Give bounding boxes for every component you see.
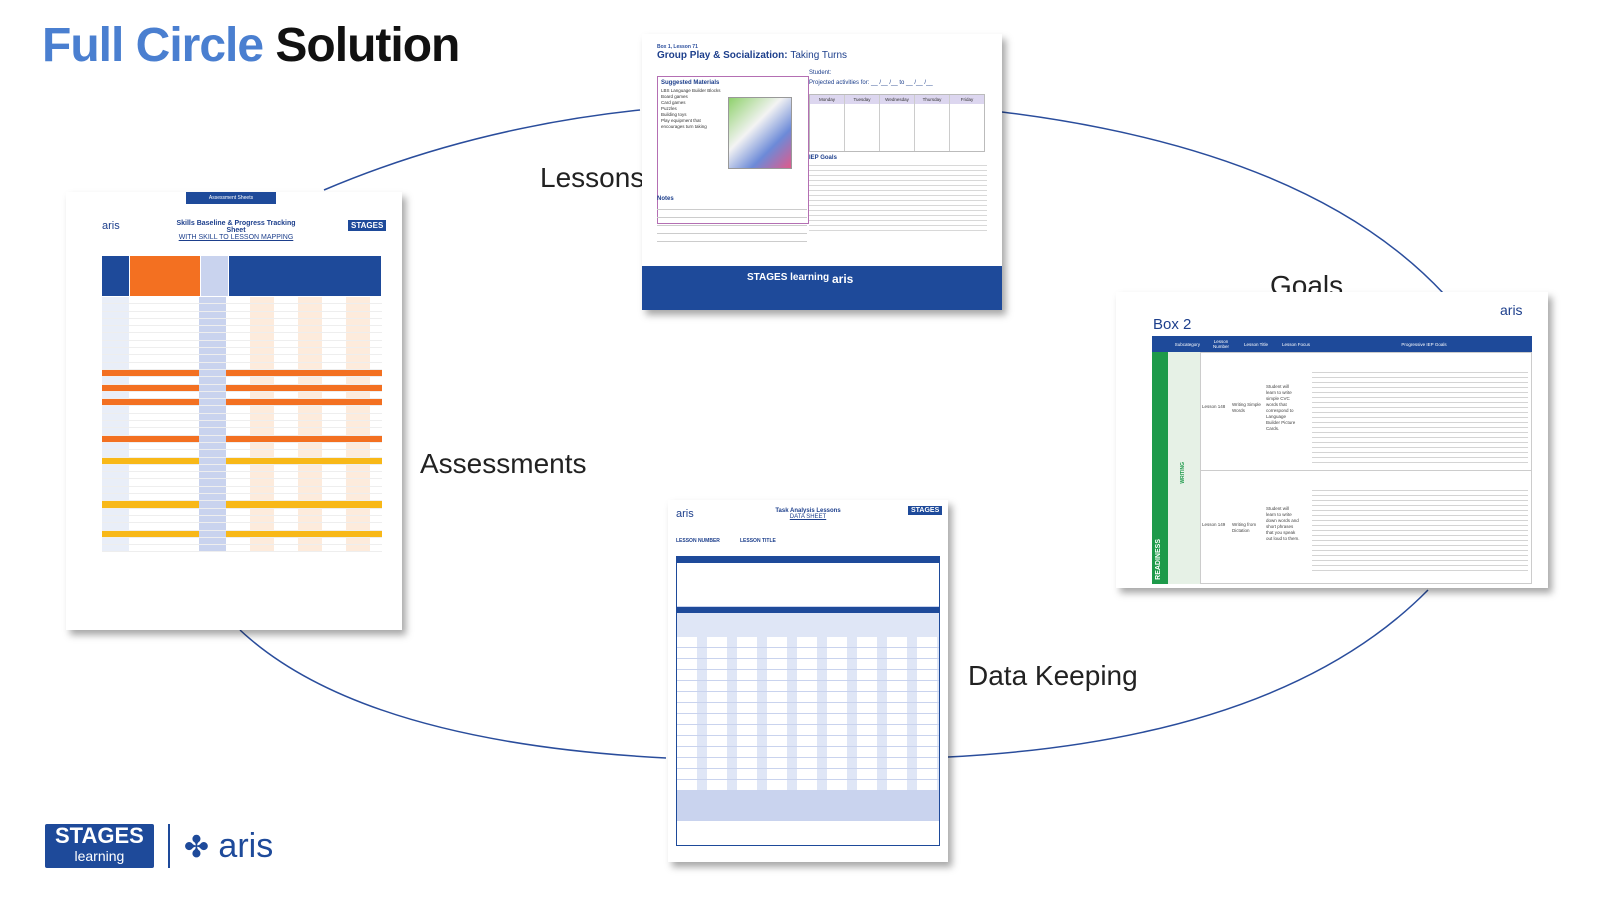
goals-side-band: READINESS [1152, 352, 1168, 584]
material-item: Card games [661, 100, 686, 105]
assessment-tab: Assessment Sheets [186, 192, 276, 204]
footer-logos: STAGES learning ✤ aris [45, 824, 273, 868]
puzzle-icon: ✤ [183, 830, 209, 864]
goals-row2-number: Lesson 149 [1202, 522, 1226, 527]
title-part2: Solution [275, 19, 460, 72]
materials-photo [728, 97, 792, 169]
lesson-title-sub: Taking Turns [790, 50, 848, 61]
assessment-subtitle: WITH SKILL TO LESSON MAPPING [178, 234, 294, 241]
material-item: Building toys [661, 112, 687, 117]
data-title: Task Analysis Lessons [775, 508, 841, 514]
assessment-aris-logo: aris [102, 220, 120, 232]
iep-goals-text [809, 161, 987, 233]
materials-list: LBS Language Builder Blocks Board games … [661, 88, 723, 130]
goals-header-iep: Progressive IEP Goals [1401, 341, 1447, 347]
page-title: Full Circle Solution [42, 18, 460, 73]
title-part1: Full Circle [42, 19, 264, 72]
assessment-rows [102, 297, 382, 553]
material-item: Play equipment that encourages turn taki… [661, 118, 707, 129]
label-assessments: Assessments [420, 448, 587, 479]
goals-row2-focus: Student will learn to write down words a… [1266, 506, 1300, 541]
stages-logo-sub: learning [74, 848, 125, 864]
stages-logo-text: STAGES [55, 823, 144, 848]
assessment-header-row [102, 256, 382, 296]
lesson-kicker: Box 1, Lesson 71 [657, 44, 698, 50]
material-item: Board games [661, 94, 688, 99]
footer-stages-logo: STAGES learning [747, 272, 830, 283]
goals-row2-title: Writing from Dictation [1232, 522, 1257, 533]
lesson-title-label: LESSON TITLE [740, 538, 776, 544]
goals-header-number: Lesson Number [1212, 339, 1229, 349]
lesson-heading: Box 1, Lesson 71 Group Play & Socializat… [657, 44, 847, 61]
notes-section: Notes [657, 196, 807, 242]
goals-side-label: READINESS [1155, 539, 1162, 580]
data-sheet-document: aris Task Analysis Lessons DATA SHEET ST… [668, 500, 948, 862]
goals-category-label: WRITING [1180, 462, 1186, 484]
projected-activities: Projected activities for: __ /__ /__ to … [809, 80, 933, 86]
goals-header-focus: Lesson Focus [1281, 341, 1310, 347]
data-grid [676, 556, 940, 846]
arc-data-to-assess [239, 629, 667, 759]
material-item: LBS Language Builder Blocks [661, 88, 721, 93]
arc-goals-to-data [947, 589, 1429, 758]
weekday-table: Monday Tuesday Wednesday Thursday Friday [809, 94, 985, 152]
lesson-title-main: Group Play & Socialization: [657, 50, 788, 61]
goals-box-title: Box 2 [1153, 316, 1192, 333]
material-item: Puzzles [661, 106, 677, 111]
lesson-footer-band: STAGES learning aris [642, 266, 1002, 310]
arc-assess-to-lessons [323, 109, 641, 191]
data-heading: Task Analysis Lessons DATA SHEET [728, 508, 888, 520]
assessment-title: Skills Baseline & Progress Tracking Shee… [176, 220, 296, 234]
data-aris-logo: aris [676, 508, 694, 520]
suggested-materials-box: Suggested Materials LBS Language Builder… [657, 76, 809, 224]
footer-aris-logo: aris [832, 272, 854, 286]
iep-goals-section: IEP Goals [809, 155, 987, 233]
goals-header: Subcategory Lesson Number Lesson Title L… [1152, 336, 1532, 352]
weekday-header: Tuesday [845, 95, 879, 104]
goals-body [1200, 352, 1532, 584]
weekday-header: Monday [810, 95, 844, 104]
student-label: Student: [809, 70, 832, 76]
data-subtitle: DATA SHEET [789, 514, 827, 520]
weekday-header: Wednesday [880, 95, 914, 104]
goals-row2-iep [1312, 486, 1528, 574]
iep-goals-title: IEP Goals [809, 155, 837, 161]
goals-row1-title: Writing Simple Words [1232, 402, 1261, 413]
assessment-heading: Skills Baseline & Progress Tracking Shee… [166, 220, 306, 241]
label-lessons: Lessons [540, 162, 645, 193]
data-stages-logo: STAGES [908, 506, 943, 515]
assessment-document: Assessment Sheets aris Skills Baseline &… [66, 192, 402, 630]
assessment-stages-logo: STAGES [348, 220, 387, 231]
goals-category-band: WRITING [1168, 352, 1200, 584]
goals-document: Box 2 aris Subcategory Lesson Number Les… [1116, 292, 1548, 588]
goals-row1-iep [1312, 368, 1528, 464]
materials-title: Suggested Materials [661, 80, 720, 86]
lesson-document: Box 1, Lesson 71 Group Play & Socializat… [642, 34, 1002, 310]
aris-logo: ✤ aris [184, 827, 273, 866]
label-data-keeping: Data Keeping [968, 660, 1138, 691]
arc-lessons-to-goals [1001, 111, 1445, 295]
goals-row1-number: Lesson 148 [1202, 404, 1226, 409]
weekday-header: Friday [950, 95, 984, 104]
goals-header-subcategory: Subcategory [1174, 341, 1200, 347]
weekday-header: Thursday [915, 95, 949, 104]
lesson-title: Group Play & Socialization: Taking Turns [657, 50, 847, 61]
stages-learning-logo: STAGES learning [45, 824, 154, 868]
notes-title: Notes [657, 196, 674, 202]
logo-divider [167, 824, 170, 868]
goals-header-title: Lesson Title [1243, 341, 1268, 347]
goals-row-divider [1200, 470, 1532, 471]
lesson-number-label: LESSON NUMBER [676, 538, 720, 544]
goals-row1-focus: Student will learn to write simple CVC w… [1266, 384, 1296, 431]
goals-aris-logo: aris [1500, 302, 1523, 318]
aris-logo-text: aris [218, 826, 274, 865]
